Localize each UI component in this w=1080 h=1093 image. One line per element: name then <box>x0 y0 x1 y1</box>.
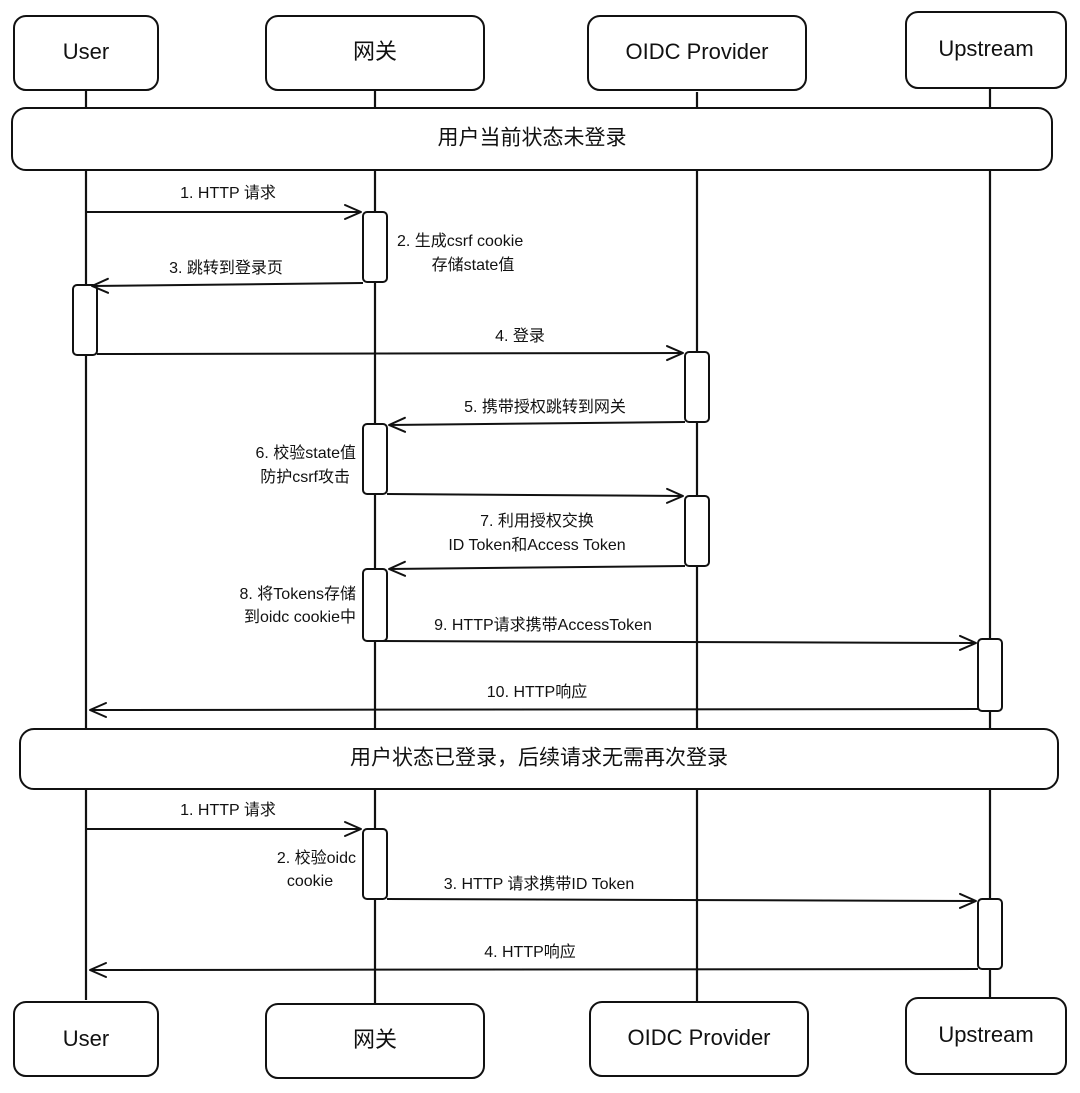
activation-upstream-2 <box>977 898 1003 970</box>
note-2-csrf-cookie: 2. 生成csrf cookie 存储state值 <box>397 232 523 274</box>
activation-gateway-2 <box>362 423 388 495</box>
participant-gateway-top[interactable]: 网关 <box>265 15 485 91</box>
participant-label: 网关 <box>353 1027 397 1052</box>
participants-bottom: User 网关 OIDC Provider Upstream <box>13 997 1067 1079</box>
activation-oidc-1 <box>684 351 710 423</box>
participant-label: Upstream <box>938 36 1033 61</box>
activation-oidc-2 <box>684 495 710 567</box>
participant-label: Upstream <box>938 1022 1033 1047</box>
note-line: 2. 生成csrf cookie <box>397 232 523 250</box>
banner-not-logged-in: 用户当前状态未登录 <box>11 107 1053 171</box>
participant-user-top[interactable]: User <box>13 15 159 91</box>
participants-top: User 网关 OIDC Provider Upstream <box>13 11 1067 91</box>
message-7-exchange-token: 7. 利用授权交换 ID Token和Access Token <box>386 487 686 577</box>
activation-gateway-3 <box>362 568 388 642</box>
note-line: 6. 校验state值 <box>256 444 356 462</box>
participant-upstream-top[interactable]: Upstream <box>905 11 1067 89</box>
message-4-login: 4. 登录 <box>96 327 684 362</box>
message-9-http-access-token: 9. HTTP请求携带AccessToken <box>374 616 977 651</box>
phase2-notes: 2. 校验oidc cookie <box>277 849 356 890</box>
activation-gateway-1 <box>362 211 388 283</box>
participant-label: OIDC Provider <box>625 39 768 64</box>
note-line: 2. 校验oidc <box>277 849 356 867</box>
note-p2-2-verify-oidc-cookie: 2. 校验oidc cookie <box>277 849 356 890</box>
message-label: 1. HTTP 请求 <box>180 801 276 819</box>
note-line: 8. 将Tokens存储 <box>240 585 357 603</box>
note-line: 存储state值 <box>432 256 515 274</box>
message-label: 7. 利用授权交换 <box>480 512 594 530</box>
message-p2-4-http-response: 4. HTTP响应 <box>89 942 979 978</box>
participant-label: User <box>63 1026 109 1051</box>
note-line: cookie <box>287 873 333 890</box>
message-label: 4. 登录 <box>495 327 545 345</box>
note-line: 到oidc cookie中 <box>244 608 356 626</box>
participant-oidc-top[interactable]: OIDC Provider <box>587 15 807 91</box>
note-8-store-tokens: 8. 将Tokens存储 到oidc cookie中 <box>240 585 357 626</box>
message-5-redirect-gateway: 5. 携带授权跳转到网关 <box>388 398 686 433</box>
phase2-messages: 1. HTTP 请求 3. HTTP 请求携带ID Token 4. HTTP响… <box>86 801 979 978</box>
participant-oidc-bottom[interactable]: OIDC Provider <box>589 1001 809 1077</box>
activation-user-1 <box>72 284 98 356</box>
message-label: 9. HTTP请求携带AccessToken <box>434 616 652 634</box>
message-label: 4. HTTP响应 <box>484 942 576 961</box>
activations <box>72 211 1003 970</box>
phase1-notes: 2. 生成csrf cookie 存储state值 6. 校验state值 防护… <box>240 232 524 626</box>
participant-upstream-bottom[interactable]: Upstream <box>905 997 1067 1075</box>
participant-user-bottom[interactable]: User <box>13 1001 159 1077</box>
message-label: 5. 携带授权跳转到网关 <box>464 398 626 416</box>
phase1-messages: 1. HTTP 请求 3. 跳转到登录页 4. 登录 5. 携带授权跳转到网关 … <box>86 184 979 718</box>
activation-gateway-4 <box>362 828 388 900</box>
message-1-http-request: 1. HTTP 请求 <box>86 184 362 220</box>
note-6-verify-state: 6. 校验state值 防护csrf攻击 <box>256 444 356 486</box>
banner-text: 用户状态已登录，后续请求无需再次登录 <box>350 747 728 770</box>
message-label: 3. HTTP 请求携带ID Token <box>444 875 635 893</box>
note-line: 防护csrf攻击 <box>260 468 350 486</box>
message-label: 10. HTTP响应 <box>487 682 587 701</box>
message-10-http-response: 10. HTTP响应 <box>89 682 979 718</box>
message-3-redirect-login: 3. 跳转到登录页 <box>91 259 364 294</box>
participant-label: User <box>63 39 109 64</box>
banner-logged-in: 用户状态已登录，后续请求无需再次登录 <box>19 728 1059 790</box>
message-label: 3. 跳转到登录页 <box>169 259 283 277</box>
participant-gateway-bottom[interactable]: 网关 <box>265 1003 485 1079</box>
banner-text: 用户当前状态未登录 <box>438 127 627 150</box>
message-p2-1-http-request: 1. HTTP 请求 <box>86 801 362 837</box>
message-label-line2: ID Token和Access Token <box>448 536 625 554</box>
participant-label: OIDC Provider <box>627 1025 770 1050</box>
message-label: 1. HTTP 请求 <box>180 184 276 202</box>
activation-upstream-1 <box>977 638 1003 712</box>
participant-label: 网关 <box>353 39 397 64</box>
message-p2-3-http-id-token: 3. HTTP 请求携带ID Token <box>386 875 977 909</box>
